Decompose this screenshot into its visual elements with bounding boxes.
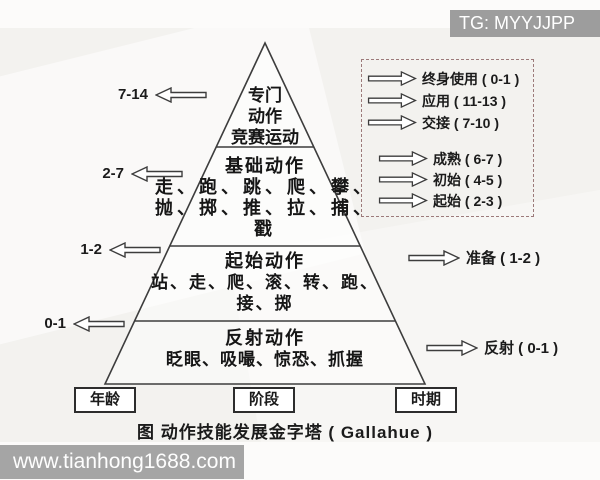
diagram-background <box>0 28 600 442</box>
legend-label: 终身使用 ( 0-1 ) <box>422 70 520 87</box>
watermark-url: www.tianhong1688.com <box>0 445 244 479</box>
legend-row: 终身使用 ( 0-1 ) <box>367 70 520 87</box>
legend-row: 应用 ( 11-13 ) <box>367 92 519 109</box>
age-row-0-1: 0-1 <box>26 315 125 332</box>
level-items: 戳 <box>254 219 276 239</box>
right-arrow-icon <box>378 151 428 166</box>
level-text: 竞赛运动 <box>231 128 299 147</box>
legend-bottom-group: 成熟 ( 6-7 ) 初始 ( 4-5 ) 起始 ( 2-3 ) <box>378 150 503 209</box>
legend-label: 应用 ( 11-13 ) <box>422 92 507 109</box>
top-right-tag: TG: MYYJJPP <box>450 10 600 37</box>
age-label: 2-7 <box>102 165 124 182</box>
right-arrow-icon <box>408 249 460 266</box>
right-arrow-icon <box>367 115 417 130</box>
legend-row: 初始 ( 4-5 ) <box>378 171 503 188</box>
level-title: 基础动作 <box>225 156 305 176</box>
axis-box-age: 年龄 <box>74 387 136 413</box>
age-row-7-14: 7-14 <box>108 86 207 103</box>
axis-box-stage: 阶段 <box>233 387 295 413</box>
right-arrow-icon <box>367 93 417 108</box>
right-arrow-icon <box>378 193 428 208</box>
left-arrow-icon <box>73 315 125 332</box>
level-text: 动作 <box>248 107 282 126</box>
pyramid-level-reflex: 反射动作 眨眼、吸嘬、惊恐、抓握 <box>95 327 435 371</box>
annotation-label: 准备 ( 1-2 ) <box>466 250 541 267</box>
age-label: 1-2 <box>80 241 102 258</box>
legend-label: 成熟 ( 6-7 ) <box>433 150 503 167</box>
age-label: 7-14 <box>117 86 148 103</box>
figure-caption: 图 动作技能发展金字塔 ( Gallahue ) <box>136 423 434 442</box>
level-items: 抛、掷、推、拉、捕、 <box>155 198 375 218</box>
level-title: 起始动作 <box>225 251 305 271</box>
pyramid-level-initial: 起始动作 站、走、爬、滚、转、跑、 接、掷 <box>105 250 425 314</box>
annotation-reflex: 反射 ( 0-1 ) <box>426 337 558 358</box>
legend-row: 交接 ( 7-10 ) <box>367 114 519 131</box>
level-text: 专门 <box>248 86 282 105</box>
age-row-2-7: 2-7 <box>84 165 183 182</box>
age-label: 0-1 <box>44 315 66 332</box>
legend-row: 成熟 ( 6-7 ) <box>378 150 503 167</box>
left-arrow-icon <box>131 165 183 182</box>
annotation-preparation: 准备 ( 1-2 ) <box>408 247 540 268</box>
legend-box: 终身使用 ( 0-1 ) 应用 ( 11-13 ) 交接 ( 7-10 ) <box>361 59 534 217</box>
legend-label: 初始 ( 4-5 ) <box>433 171 503 188</box>
pyramid-level-fundamental: 基础动作 走、跑、跳、爬、攀、 抛、掷、推、拉、捕、 戳 <box>105 155 425 240</box>
pyramid-level-specialized: 专门 动作 竞赛运动 <box>165 85 365 148</box>
level-items: 走、跑、跳、爬、攀、 <box>155 177 375 197</box>
legend-row: 起始 ( 2-3 ) <box>378 192 503 209</box>
level-items: 站、走、爬、滚、转、跑、 <box>151 273 379 292</box>
legend-label: 交接 ( 7-10 ) <box>422 114 500 131</box>
level-items: 眨眼、吸嘬、惊恐、抓握 <box>166 350 364 369</box>
annotation-label: 反射 ( 0-1 ) <box>484 340 559 357</box>
legend-label: 起始 ( 2-3 ) <box>433 192 503 209</box>
right-arrow-icon <box>378 172 428 187</box>
legend-top-group: 终身使用 ( 0-1 ) 应用 ( 11-13 ) 交接 ( 7-10 ) <box>367 70 520 131</box>
level-title: 反射动作 <box>225 328 305 348</box>
age-row-1-2: 1-2 <box>62 241 161 258</box>
left-arrow-icon <box>109 241 161 258</box>
level-items: 接、掷 <box>236 294 294 313</box>
right-arrow-icon <box>426 339 478 356</box>
right-arrow-icon <box>367 71 417 86</box>
left-arrow-icon <box>155 86 207 103</box>
axis-box-period: 时期 <box>395 387 457 413</box>
